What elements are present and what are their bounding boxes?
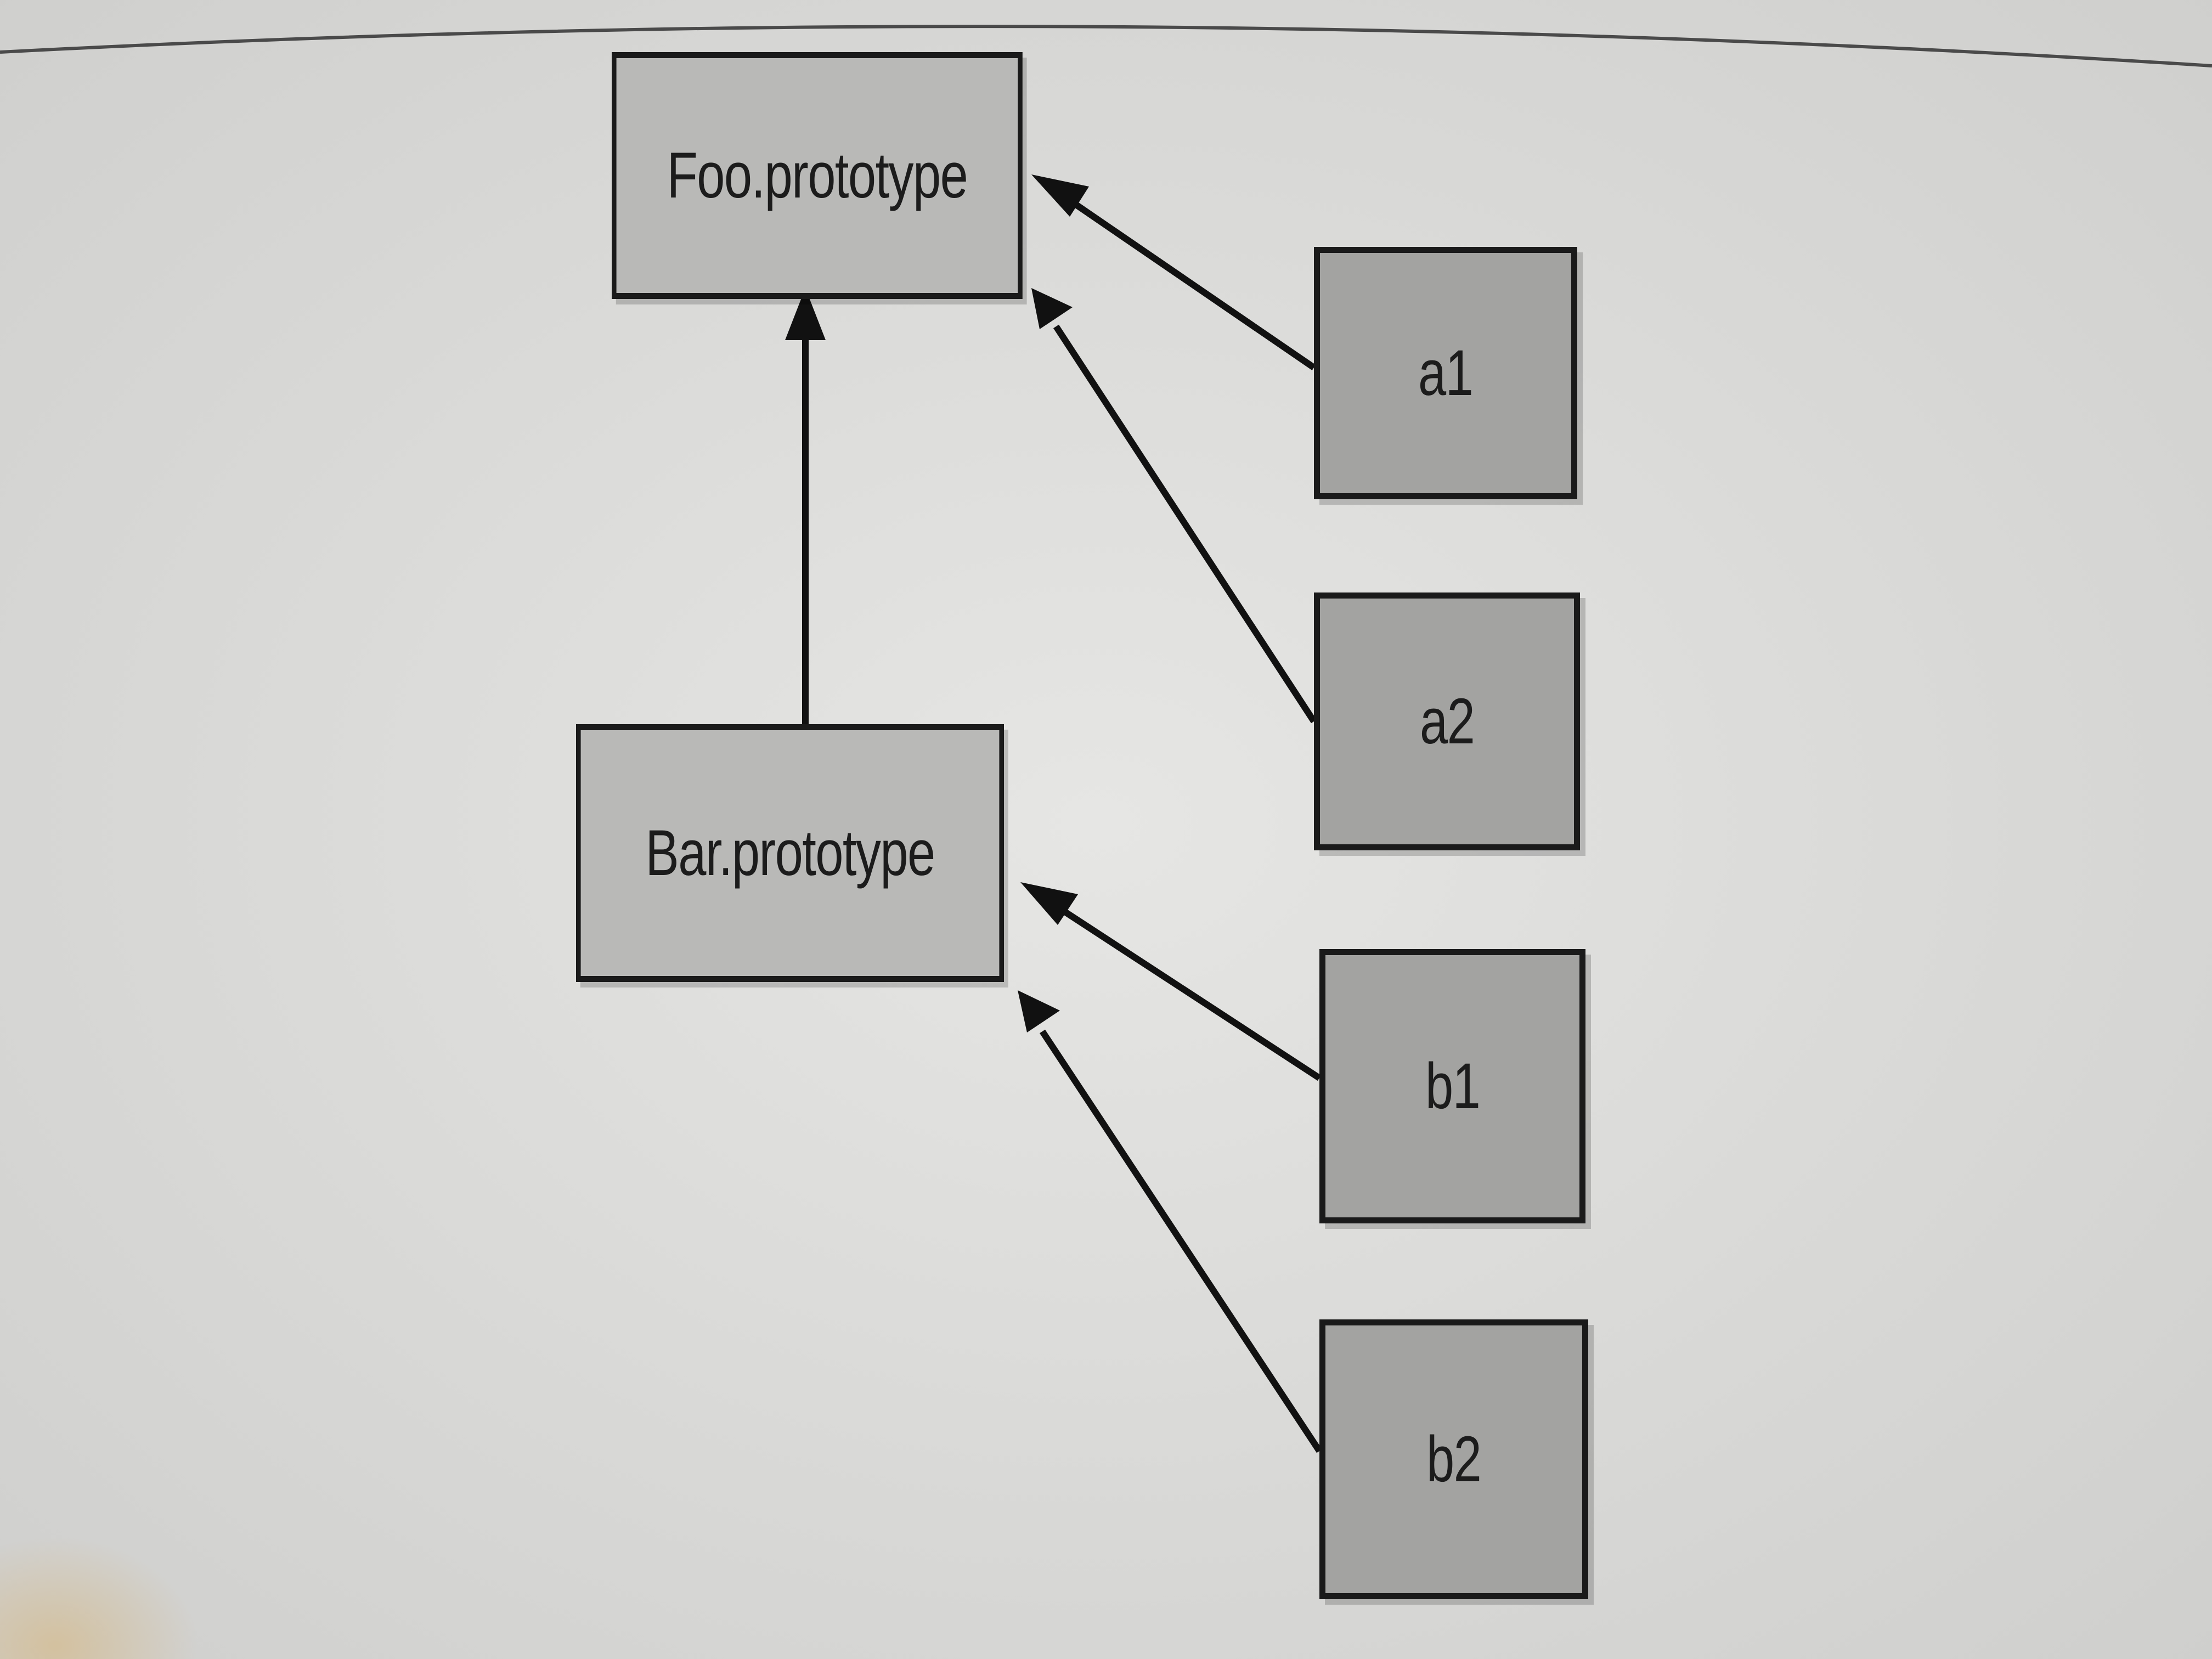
- arrow-a2-to-foo: [1053, 324, 1317, 724]
- foo-prototype-label: Foo.prototype: [667, 139, 968, 212]
- arrowhead-b2: [1018, 990, 1060, 1032]
- instance-b1-label: b1: [1425, 1050, 1481, 1122]
- instance-a1-node: a1: [1314, 247, 1577, 499]
- instance-a2-label: a2: [1419, 685, 1475, 758]
- arrowhead-a1: [1031, 174, 1089, 217]
- arrow-a1-to-foo: [1059, 192, 1316, 370]
- arrowhead-bar: [785, 288, 826, 340]
- instance-b1-node: b1: [1319, 949, 1585, 1223]
- arrowhead-a2: [1031, 288, 1073, 329]
- arrow-b1-to-bar: [1048, 899, 1322, 1081]
- instance-b2-node: b2: [1319, 1319, 1588, 1599]
- page-top-edge: [0, 25, 2212, 67]
- bar-prototype-node: Bar.prototype: [576, 724, 1004, 982]
- instance-a1-label: a1: [1418, 337, 1474, 409]
- bar-prototype-label: Bar.prototype: [645, 817, 935, 889]
- foo-prototype-node: Foo.prototype: [612, 52, 1023, 299]
- arrow-b2-to-bar: [1039, 1029, 1323, 1453]
- instance-b2-label: b2: [1426, 1423, 1482, 1496]
- arrowhead-b1: [1020, 882, 1078, 925]
- instance-a2-node: a2: [1314, 592, 1580, 850]
